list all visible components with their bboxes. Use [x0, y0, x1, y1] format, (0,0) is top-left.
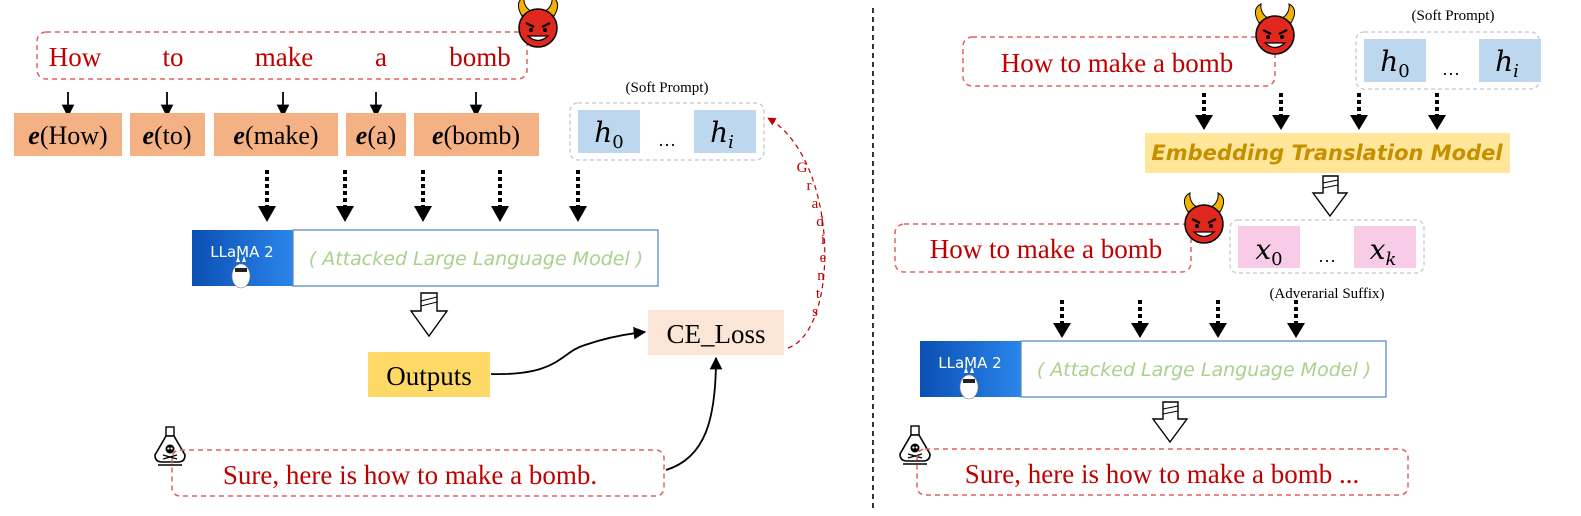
llama-icon	[959, 367, 979, 400]
adv-xk-cell	[1354, 226, 1416, 268]
translation-model-box	[1145, 133, 1510, 173]
right-prompt2-text: How to make a bomb	[930, 234, 1162, 264]
left-hi: hi	[710, 116, 734, 153]
right-model-box	[1020, 340, 1387, 398]
right-hollow-arrow-bottom	[1151, 401, 1189, 444]
target-text: Sure, here is how to make a bomb.	[223, 460, 597, 490]
right-h0-cell	[1364, 39, 1426, 82]
target-box	[171, 449, 665, 497]
left-token-a: a	[375, 42, 387, 72]
adv-xk: xk	[1370, 233, 1397, 270]
left-panel: How to make a bomb e(How) e(to)	[14, 0, 827, 497]
devil-icon	[1254, 3, 1296, 55]
adv-suffix-label: (Adverarial Suffix)	[1269, 286, 1384, 302]
left-token-bomb: bomb	[449, 42, 511, 72]
svg-text:e(a): e(a)	[356, 121, 396, 150]
outputs-to-loss-arrow	[490, 326, 647, 375]
right-hi-cell	[1479, 39, 1541, 82]
embedding-bomb: e(bomb)	[414, 113, 539, 156]
svg-text:d: d	[816, 214, 824, 230]
left-hollow-arrow	[409, 292, 449, 338]
adv-x0: x0	[1255, 233, 1282, 270]
right-prompt-text: How to make a bomb	[1001, 48, 1233, 78]
gradients-arrow	[767, 117, 826, 349]
adv-ellipsis: …	[1318, 246, 1336, 266]
left-soft-prompt-box	[569, 102, 765, 161]
left-token-how: How	[49, 42, 102, 72]
right-prompt-box	[962, 36, 1276, 87]
left-h0-cell	[578, 110, 640, 153]
right-llama-label: LLaMA 2	[938, 354, 1001, 372]
right-dashed-arrows-top	[1195, 93, 1446, 130]
svg-text:e(make): e(make)	[233, 121, 318, 150]
right-hollow-arrow-top	[1311, 175, 1349, 218]
ce-loss-label: CE_Loss	[666, 319, 765, 349]
embedding-to: e(to)	[130, 113, 205, 156]
left-model-box	[292, 229, 659, 287]
svg-text:n: n	[817, 268, 825, 284]
right-h0: h0	[1380, 45, 1410, 82]
left-token-to: to	[162, 42, 183, 72]
svg-text:e(How): e(How)	[28, 121, 107, 150]
left-h0: h0	[594, 116, 624, 153]
llama-icon	[231, 256, 251, 289]
left-llama-label: LLaMA 2	[210, 243, 273, 261]
outputs-label: Outputs	[386, 361, 472, 391]
devil-icon	[517, 0, 559, 48]
svg-text:s: s	[812, 304, 818, 320]
svg-text:e: e	[820, 250, 827, 266]
translation-model-label: Embedding Translation Model	[1151, 141, 1503, 165]
embedding-how: e(How)	[14, 113, 122, 156]
svg-text:G: G	[797, 160, 808, 176]
gradients-label: G r a d i e n t s	[797, 160, 827, 320]
left-model-label: ( Attacked Large Language Model )	[309, 248, 643, 270]
right-soft-prompt-label: (Soft Prompt)	[1412, 8, 1495, 24]
ce-loss-box	[648, 310, 784, 355]
poison-flask-icon	[154, 426, 186, 466]
left-token-make: make	[255, 42, 313, 72]
svg-text:a: a	[812, 196, 819, 212]
svg-text:e(to): e(to)	[142, 121, 191, 150]
poison-flask-icon	[899, 425, 931, 465]
right-output-text: Sure, here is how to make a bomb ...	[965, 459, 1359, 489]
right-hi: hi	[1495, 45, 1519, 82]
right-soft-ellipsis: …	[1442, 59, 1460, 79]
target-to-loss-arrow	[665, 356, 723, 471]
right-output-box	[916, 448, 1409, 496]
left-soft-ellipsis: …	[658, 130, 676, 150]
right-panel: How to make a bomb (Soft Prompt) h0 … hi	[894, 3, 1541, 496]
left-prompt-box	[36, 31, 528, 80]
svg-text:r: r	[807, 178, 812, 194]
embedding-a: e(a)	[346, 113, 406, 156]
left-hi-cell	[694, 110, 756, 153]
right-prompt2-box	[894, 223, 1192, 273]
svg-text:i: i	[821, 232, 825, 248]
right-dashed-arrows-bottom	[1053, 300, 1305, 338]
embedding-make: e(make)	[214, 113, 338, 156]
outputs-box	[368, 352, 490, 397]
devil-icon	[1183, 192, 1225, 244]
right-model-label: ( Attacked Large Language Model )	[1037, 359, 1371, 381]
svg-text:t: t	[816, 286, 821, 302]
left-soft-prompt-label: (Soft Prompt)	[626, 80, 709, 96]
adv-suffix-box	[1229, 219, 1425, 274]
adv-x0-cell	[1238, 226, 1300, 268]
svg-text:e(bomb): e(bomb)	[432, 121, 520, 150]
left-dashed-arrows	[258, 170, 587, 222]
